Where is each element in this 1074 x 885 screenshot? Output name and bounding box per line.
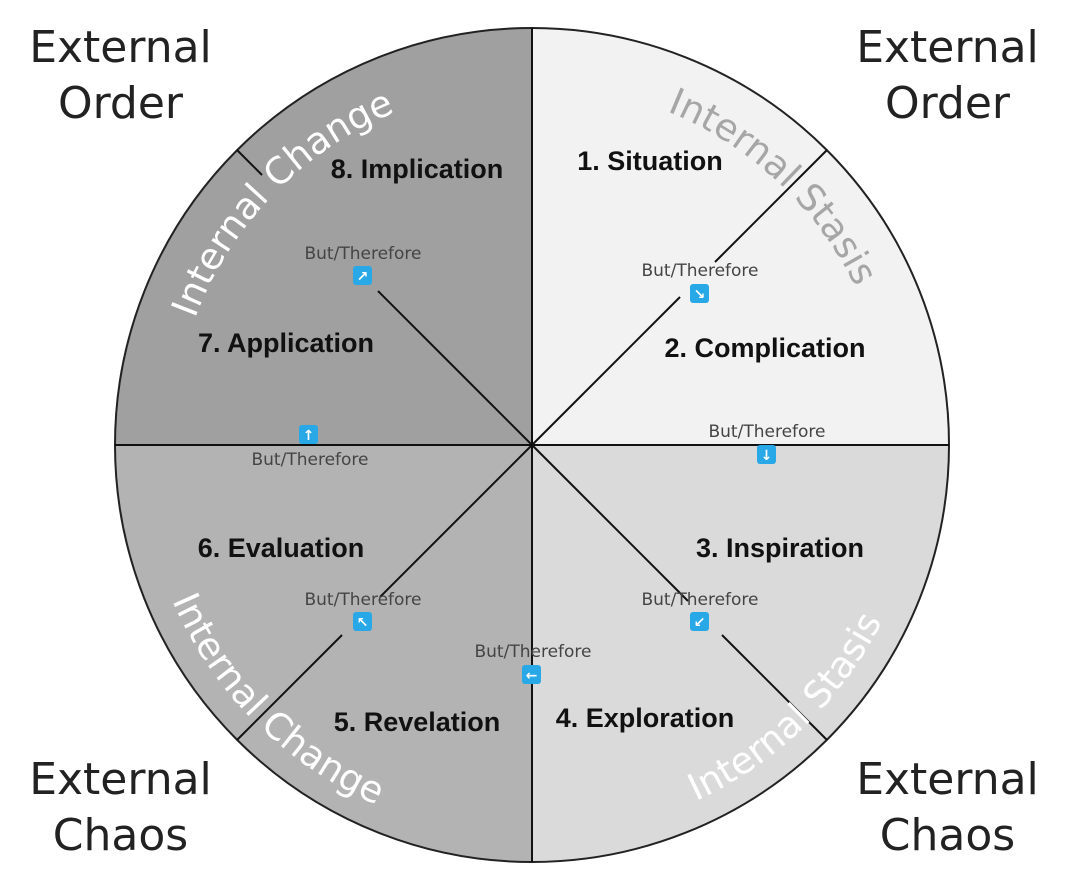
stage-implication: 8. Implication xyxy=(331,154,504,184)
stage-application: 7. Application xyxy=(198,328,374,358)
svg-text:But/Therefore: But/Therefore xyxy=(305,590,422,610)
transition-1-2: But/Therefore ↘ xyxy=(642,261,759,303)
svg-text:But/Therefore: But/Therefore xyxy=(642,590,759,610)
svg-text:↑: ↑ xyxy=(303,428,315,444)
corner-line: External xyxy=(29,22,212,73)
stage-situation: 1. Situation xyxy=(577,146,723,176)
corner-label-top-left: External Order xyxy=(18,20,223,132)
arrow-down-icon xyxy=(757,445,776,464)
corner-line: External xyxy=(856,754,1039,805)
transition-5-6: But/Therefore ↖ xyxy=(305,590,422,631)
arrow-up-right-icon xyxy=(353,266,372,285)
stage-inspiration: 3. Inspiration xyxy=(696,533,864,563)
transition-3-4: But/Therefore ↙ xyxy=(642,590,759,631)
arrow-up-left-icon xyxy=(353,612,372,631)
svg-text:↓: ↓ xyxy=(761,448,773,464)
corner-line: Chaos xyxy=(52,810,189,861)
corner-label-top-right: External Order xyxy=(845,20,1050,132)
svg-text:↘: ↘ xyxy=(694,287,706,303)
svg-text:↙: ↙ xyxy=(694,615,706,631)
svg-text:↗: ↗ xyxy=(357,269,369,285)
arrow-down-right-icon xyxy=(690,284,709,303)
diagonal-dividers xyxy=(236,149,828,741)
arrow-up-icon xyxy=(299,425,318,444)
corner-line: External xyxy=(29,754,212,805)
svg-text:But/Therefore: But/Therefore xyxy=(305,244,422,264)
transition-2-3: But/Therefore ↓ xyxy=(709,422,826,464)
stage-complication: 2. Complication xyxy=(664,333,865,363)
svg-text:↖: ↖ xyxy=(357,615,369,631)
svg-text:But/Therefore: But/Therefore xyxy=(642,261,759,281)
svg-text:But/Therefore: But/Therefore xyxy=(709,422,826,442)
svg-text:But/Therefore: But/Therefore xyxy=(252,450,369,470)
corner-line: External xyxy=(856,22,1039,73)
stage-evaluation: 6. Evaluation xyxy=(198,533,365,563)
corner-line: Order xyxy=(57,78,184,129)
stage-exploration: 4. Exploration xyxy=(556,703,735,733)
svg-text:←: ← xyxy=(526,668,538,684)
transition-7-8: But/Therefore ↗ xyxy=(305,244,422,285)
corner-line: Order xyxy=(884,78,1011,129)
corner-label-bottom-left: External Chaos xyxy=(18,752,223,864)
stage-revelation: 5. Revelation xyxy=(334,707,501,737)
corner-label-bottom-right: External Chaos xyxy=(845,752,1050,864)
arrow-left-icon xyxy=(522,665,541,684)
transition-6-7: ↑ But/Therefore xyxy=(252,425,369,470)
corner-line: Chaos xyxy=(879,810,1016,861)
svg-text:But/Therefore: But/Therefore xyxy=(475,642,592,662)
arrow-down-left-icon xyxy=(690,612,709,631)
transition-4-5: But/Therefore ← xyxy=(475,642,592,684)
